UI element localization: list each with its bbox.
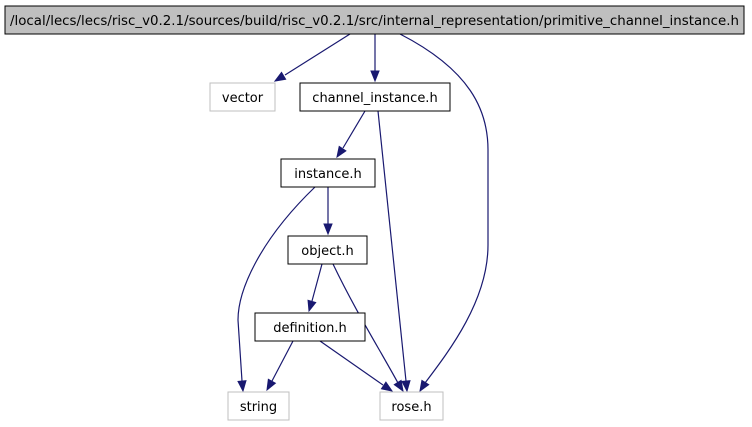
edge-arrowhead [380,381,394,392]
node-label: string [240,400,277,415]
edge-arrowhead [307,299,317,313]
node-label: instance.h [294,167,361,182]
edge-definition-to-rose [319,340,394,392]
node-label: vector [222,91,264,106]
node-label: channel_instance.h [312,91,437,106]
nodes-layer: /local/lecs/lecs/risc_v0.2.1/sources/bui… [4,5,745,421]
node-box [209,82,276,112]
edge-arrowhead [419,379,430,393]
node-box [4,5,745,35]
node-box [287,235,368,265]
edge-line [237,186,316,382]
edge-line [271,340,294,382]
node-box [227,391,290,421]
node-label: definition.h [273,321,347,336]
edge-arrowhead [401,380,411,393]
node-string: string [227,391,290,421]
edge-object-to-rose [332,263,404,393]
edge-line [319,340,384,386]
node-label: object.h [301,244,353,259]
node-box [299,82,451,112]
edge-root-to-channel_instance [370,34,380,83]
node-box [280,158,376,188]
edge-root-to-vector [273,33,351,82]
edge-line [284,33,351,76]
edge-arrowhead [323,223,333,236]
edge-definition-to-string [266,340,294,392]
edge-line [377,110,407,382]
edge-arrowhead [273,71,287,82]
node-root[interactable]: /local/lecs/lecs/risc_v0.2.1/sources/bui… [4,5,745,35]
edge-arrowhead [266,378,277,392]
edge-arrowhead [393,379,404,393]
edge-line [311,263,323,302]
edge-arrowhead [237,380,247,393]
node-vector: vector [209,82,276,112]
node-label: /local/lecs/lecs/risc_v0.2.1/sources/bui… [10,14,739,29]
edge-arrowhead [370,70,380,83]
edge-line [342,110,366,149]
node-rose: rose.h [379,391,444,421]
edge-object-to-definition [307,263,323,313]
edge-root-to-rose [399,33,489,393]
node-object[interactable]: object.h [287,235,368,265]
edges-layer [237,33,489,393]
edge-line [332,263,399,384]
node-box [254,312,366,342]
edge-channel_instance-to-rose [377,110,411,393]
edge-instance-to-string [237,186,316,393]
node-instance[interactable]: instance.h [280,158,376,188]
edge-channel_instance-to-instance [336,110,366,159]
node-channel-instance[interactable]: channel_instance.h [299,82,451,112]
node-box [379,391,444,421]
edge-instance-to-object [323,187,333,236]
edge-line [399,33,489,384]
edge-arrowhead [336,145,347,159]
node-definition[interactable]: definition.h [254,312,366,342]
node-label: rose.h [391,400,431,415]
